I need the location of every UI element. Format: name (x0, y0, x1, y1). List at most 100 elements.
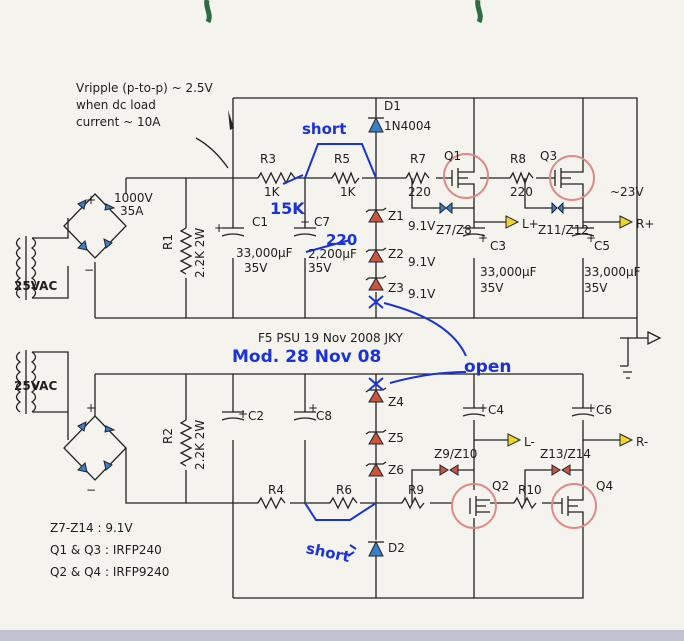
c1-voltage: 35V (244, 261, 268, 275)
short-note-bottom: short (304, 539, 351, 566)
z4-label: Z4 (388, 395, 404, 409)
z5-label: Z5 (388, 431, 404, 445)
r3-new-value: 15K (270, 199, 305, 218)
r6-label: R6 (336, 483, 352, 497)
capacitors (221, 227, 595, 421)
bridge-rectifier-top: + − 1000V 35A (63, 191, 154, 277)
transformer-bottom-label: 25VAC (14, 379, 57, 393)
c6-label: C6 (596, 403, 612, 417)
c7-label: C7 (314, 215, 330, 229)
svg-text:+: + (214, 221, 224, 235)
svg-text:+: + (308, 401, 318, 415)
z7-z8-label: Z7/Z8 (436, 223, 472, 237)
output-r-minus: R- (636, 435, 648, 449)
ground-symbol (620, 330, 662, 379)
svg-text:+: + (86, 193, 96, 207)
r8-value: 220 (510, 185, 533, 199)
d2-label: D2 (388, 541, 405, 555)
r7-value: 220 (408, 185, 431, 199)
svg-text:−: − (84, 263, 94, 277)
c5-label: C5 (594, 239, 610, 253)
page-bottom-edge (0, 630, 684, 641)
d1-label: D1 (384, 99, 401, 113)
r4-label: R4 (268, 483, 284, 497)
r3-old-value: 1K (264, 185, 281, 199)
transistor-highlight-circles (443, 153, 597, 529)
c4-label: C4 (488, 403, 504, 417)
r8-label: R8 (510, 152, 526, 166)
svg-text:+: + (478, 401, 488, 415)
r10-label: R10 (518, 483, 542, 497)
z3-label: Z3 (388, 281, 404, 295)
output-r-plus: R+ (636, 217, 654, 231)
bridge-rating-amps: 35A (120, 204, 144, 218)
z2-voltage: 9.1V (408, 255, 436, 269)
svg-text:+: + (478, 231, 488, 245)
c7-old-value: 2,200μF (308, 247, 357, 261)
transformer-bottom: 25VAC (14, 350, 69, 440)
bridge-rating-volts: 1000V (114, 191, 154, 205)
r2-value: 2.2K 2W (193, 420, 207, 470)
output-l-plus: L+ (522, 217, 539, 231)
svg-text:+: + (86, 401, 96, 415)
svg-text:−: − (86, 483, 96, 497)
r7-label: R7 (410, 152, 426, 166)
legend-q2-q4: Q2 & Q4 : IRFP9240 (50, 565, 169, 579)
binding-ring-left (204, 0, 212, 24)
ripple-note-line3: current ~ 10A (76, 115, 161, 129)
legend-zeners: Z7-Z14 : 9.1V (50, 521, 133, 535)
c3-value: 33,000μF (480, 265, 537, 279)
c3-voltage: 35V (480, 281, 504, 295)
legend-q1-q3: Q1 & Q3 : IRFP240 (50, 543, 162, 557)
q1-label: Q1 (444, 149, 461, 163)
wires (94, 97, 648, 599)
open-note: open (464, 357, 511, 377)
z1-voltage: 9.1V (408, 219, 436, 233)
binding-ring-right (475, 0, 483, 24)
c7-new-value: 220 (326, 231, 357, 249)
z3-voltage: 9.1V (408, 287, 436, 301)
r3-label: R3 (260, 152, 276, 166)
z1-label: Z1 (388, 209, 404, 223)
c5-voltage: 35V (584, 281, 608, 295)
short-note-top: short (302, 120, 346, 138)
q3-label: Q3 (540, 149, 557, 163)
svg-text:+: + (238, 407, 248, 421)
svg-text:+: + (300, 215, 310, 229)
transformer-top: 25VAC (14, 218, 69, 300)
z9-z10-label: Z9/Z10 (434, 447, 477, 461)
r5-label: R5 (334, 152, 350, 166)
c8-label: C8 (316, 409, 332, 423)
r1-label: R1 (161, 234, 175, 250)
bridge-rectifier-bottom: + − (63, 401, 127, 497)
modification-date: Mod. 28 Nov 08 (232, 347, 381, 367)
mosfets (451, 98, 584, 518)
output-voltage: ~23V (610, 185, 644, 199)
q4-label: Q4 (596, 479, 613, 493)
r5-value: 1K (340, 185, 357, 199)
z6-label: Z6 (388, 463, 404, 477)
svg-text:+: + (586, 231, 596, 245)
r2-label: R2 (161, 428, 175, 444)
short-wire-top (304, 143, 377, 179)
c1-value: 33,000μF (236, 246, 293, 260)
svg-text:+: + (586, 401, 596, 415)
ripple-note-line2: when dc load (76, 98, 156, 112)
q2-label: Q2 (492, 479, 509, 493)
c7-voltage: 35V (308, 261, 332, 275)
z2-label: Z2 (388, 247, 404, 261)
schematic-title: F5 PSU 19 Nov 2008 JKY (258, 331, 403, 345)
transformer-top-label: 25VAC (14, 279, 57, 293)
z13-z14-label: Z13/Z14 (540, 447, 591, 461)
output-terminals (505, 215, 634, 447)
c3-label: C3 (490, 239, 506, 253)
c5-value: 33,000μF (584, 265, 641, 279)
d1-value: 1N4004 (384, 119, 431, 133)
blue-modifications (282, 143, 467, 557)
ripple-note-line1: Vripple (p-to-p) ~ 2.5V (76, 81, 214, 95)
output-l-minus: L- (524, 435, 535, 449)
diodes (365, 116, 571, 557)
z11-z12-label: Z11/Z12 (538, 223, 589, 237)
